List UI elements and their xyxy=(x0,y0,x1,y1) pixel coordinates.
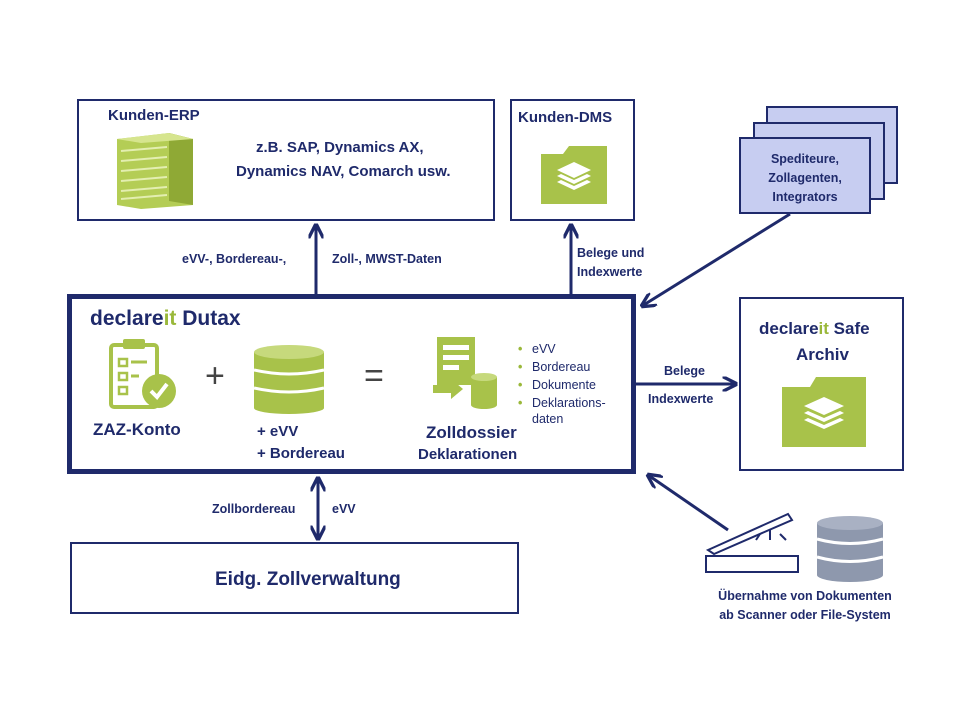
checklist-icon xyxy=(109,339,176,409)
dms-title: Kunden-DMS xyxy=(518,109,613,126)
scanner-caption-line1: Übernahme von Dokumenten xyxy=(718,589,892,603)
dms-flow-label-2: Indexwerte xyxy=(577,265,643,279)
partners-line1: Spediteure, xyxy=(770,152,840,166)
dutax-brand-declare: declare xyxy=(90,307,164,330)
zaz-label: ZAZ-Konto xyxy=(93,420,181,439)
dms-flow-label-1: Belege und xyxy=(577,246,645,260)
file-system-database-icon xyxy=(816,516,884,582)
dossier-icon xyxy=(433,337,497,409)
dossier-contents-list: eVV Bordereau Dokumente Deklarations- xyxy=(518,340,606,412)
server-icon xyxy=(117,133,193,209)
erp-box: Kunden-ERP z.B. SAP, Dynamics AX, Dynami… xyxy=(77,99,495,221)
partners-card-front: Spediteure, Zollagenten, Integrators xyxy=(739,137,871,214)
erp-flow-label-left: eVV-, Bordereau-, xyxy=(182,252,287,266)
bullet-item: eVV xyxy=(518,340,606,358)
scanner-icon xyxy=(705,512,799,573)
archive-brand-product: Safe xyxy=(828,319,870,338)
archive-box: declareit Safe Archiv xyxy=(739,297,904,471)
dutax-brand-product: Dutax xyxy=(176,307,241,330)
archive-title-line2: Archiv xyxy=(796,345,849,364)
customs-box: Eidg. Zollverwaltung xyxy=(70,542,519,614)
equals-sign: = xyxy=(364,357,384,395)
dutax-box: declareit Dutax ZAZ-Konto + + eVV + Bord… xyxy=(67,294,636,474)
bullet-item: Bordereau xyxy=(518,358,606,376)
archive-brand-it: it xyxy=(818,319,829,338)
dossier-label-1: Zolldossier xyxy=(426,423,517,442)
database-icon xyxy=(253,345,325,414)
scanner-caption: Übernahme von Dokumenten ab Scanner oder… xyxy=(690,587,920,625)
archive-brand-declare: declare xyxy=(759,319,819,338)
dutax-title: declareit Dutax xyxy=(90,307,241,331)
customs-flow-label-right: eVV xyxy=(332,502,356,516)
scanner-caption-line2: ab Scanner oder File-System xyxy=(719,608,891,622)
erp-systems-line2: Dynamics NAV, Comarch usw. xyxy=(236,163,451,180)
partners-line2: Zollagenten, xyxy=(768,171,842,185)
dutax-brand-it: it xyxy=(163,307,177,330)
erp-flow-label-right: Zoll-, MWST-Daten xyxy=(332,252,442,266)
archive-folder-icon xyxy=(782,377,866,447)
scanner-dutax-arrow xyxy=(648,475,729,532)
dms-box: Kunden-DMS xyxy=(510,99,635,221)
erp-systems-line1: z.B. SAP, Dynamics AX, xyxy=(256,139,424,156)
archive-title: declareit Safe xyxy=(759,319,870,339)
erp-title: Kunden-ERP xyxy=(108,107,200,124)
folder-icon xyxy=(541,146,607,204)
archive-flow-label-bottom: Indexwerte xyxy=(648,392,714,406)
evv-label-1: + eVV xyxy=(257,423,299,440)
evv-label-2: + Bordereau xyxy=(257,445,345,462)
customs-title: Eidg. Zollverwaltung xyxy=(215,569,401,590)
bullet-item: Dokumente xyxy=(518,376,606,394)
partners-dutax-arrow xyxy=(642,212,791,306)
plus-sign: + xyxy=(205,357,225,395)
bullet-item: Deklarations- xyxy=(518,394,606,412)
customs-flow-label-left: Zollbordereau xyxy=(212,502,296,516)
partners-line3: Integrators xyxy=(772,190,838,204)
bullet-continuation: daten xyxy=(532,412,564,426)
partners-text: Spediteure, Zollagenten, Integrators xyxy=(741,150,869,207)
dossier-label-2: Deklarationen xyxy=(418,446,518,463)
archive-flow-label-top: Belege xyxy=(664,364,705,378)
